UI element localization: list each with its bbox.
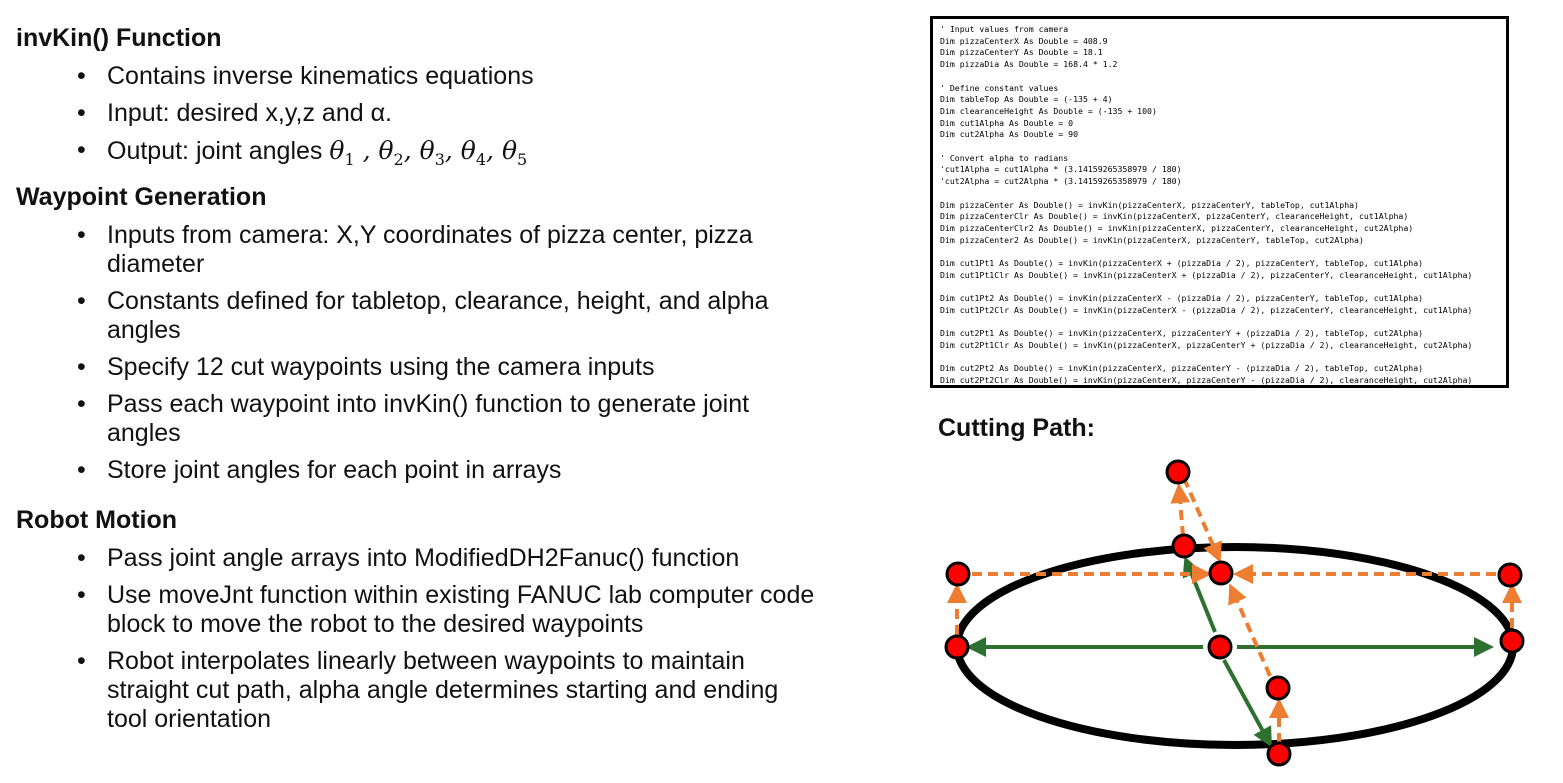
theta-5: θ5 (501, 136, 528, 169)
bullet-item: Specify 12 cut waypoints using the camer… (0, 353, 880, 382)
bullet-item: Contains inverse kinematics equations (0, 62, 880, 91)
code-snippet-panel: ' Input values from camera Dim pizzaCent… (930, 16, 1509, 388)
bullet-item: Constants defined for tabletop, clearanc… (0, 287, 827, 345)
bullet-item: Use moveJnt function within existing FAN… (0, 581, 827, 639)
bullet-item: Robot interpolates linearly between wayp… (0, 647, 787, 734)
cut-arrow-down (1222, 659, 1272, 748)
bullet-item: Input: desired x,y,z and α. (0, 99, 880, 128)
travel-arrow-bottom-diag (1228, 583, 1272, 677)
bullet-item: Inputs from camera: X,Y coordinates of p… (0, 221, 807, 279)
theta-3: θ3 (419, 136, 445, 169)
waypoint-right-clear (1497, 562, 1523, 588)
cut-arrows (966, 556, 1494, 748)
joint-angle-symbols: θ1 , θ2, θ3, θ4, θ5 (329, 136, 528, 169)
waypoint-center (1207, 634, 1233, 660)
section-title-robot-motion: Robot Motion (16, 506, 178, 534)
waypoint-bottom-edge (1266, 741, 1292, 767)
travel-arrows (947, 477, 1522, 743)
waypoint-top-edge (1171, 533, 1197, 559)
travel-arrow-top-up (1170, 483, 1191, 537)
invkin-bullets: Contains inverse kinematics equations In… (0, 62, 880, 182)
theta-2: θ2 (378, 136, 404, 169)
bullet-item: Pass joint angle arrays into ModifiedDH2… (0, 544, 880, 573)
cutting-path-title: Cutting Path: (938, 414, 1095, 442)
section-title-invkin: invKin() Function (16, 24, 222, 52)
theta-1: θ1 (329, 136, 355, 169)
bullet-item: Pass each waypoint into invKin() functio… (0, 390, 807, 448)
waypoint-right-edge (1499, 628, 1525, 654)
waypoint-left-clear (945, 561, 971, 587)
cut-arrow-up (1182, 556, 1217, 633)
waypoints (944, 459, 1525, 767)
waypoint-center-clear (1208, 560, 1234, 586)
robot-motion-bullets: Pass joint angle arrays into ModifiedDH2… (0, 544, 880, 742)
waypoint-bottom-clear (1265, 675, 1291, 701)
travel-arrow-top-down (1182, 477, 1222, 563)
waypoint-bullets: Inputs from camera: X,Y coordinates of p… (0, 221, 880, 493)
waypoint-left-edge (944, 634, 970, 660)
bullet-item: Output: joint angles θ1 , θ2, θ3, θ4, θ5 (0, 136, 880, 174)
theta-4: θ4 (460, 136, 487, 169)
bullet-item: Store joint angles for each point in arr… (0, 456, 880, 485)
section-title-waypoint-generation: Waypoint Generation (16, 183, 267, 211)
waypoint-top-clear (1165, 459, 1191, 485)
cutting-path-diagram (944, 459, 1525, 767)
code-snippet: ' Input values from camera Dim pizzaCent… (940, 24, 1473, 386)
